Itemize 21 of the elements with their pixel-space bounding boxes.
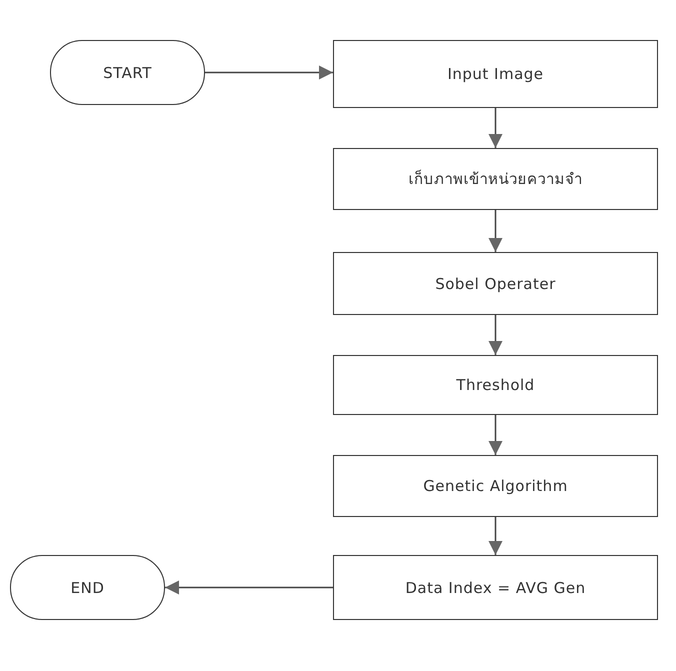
node-label: เก็บภาพเข้าหน่วยความจำ [408,168,582,190]
process-box [333,40,658,108]
node-label: Data Index = AVG Gen [405,578,586,596]
node-label: END [70,578,104,596]
arrow [488,315,502,355]
process-box [333,355,658,415]
node-label: Genetic Algorithm [423,477,568,495]
arrow [488,415,502,455]
node-label: Sobel Operater [435,274,556,292]
arrow [165,580,333,594]
process-box [333,148,658,210]
arrow [488,108,502,148]
process-box [333,555,658,620]
arrow [488,210,502,252]
node-label: Input Image [447,65,544,83]
process-box [333,252,658,315]
arrow [205,66,333,80]
node-label: START [103,64,152,82]
node-label: Threshold [456,376,535,394]
process-box [333,455,658,517]
arrow [488,517,502,555]
